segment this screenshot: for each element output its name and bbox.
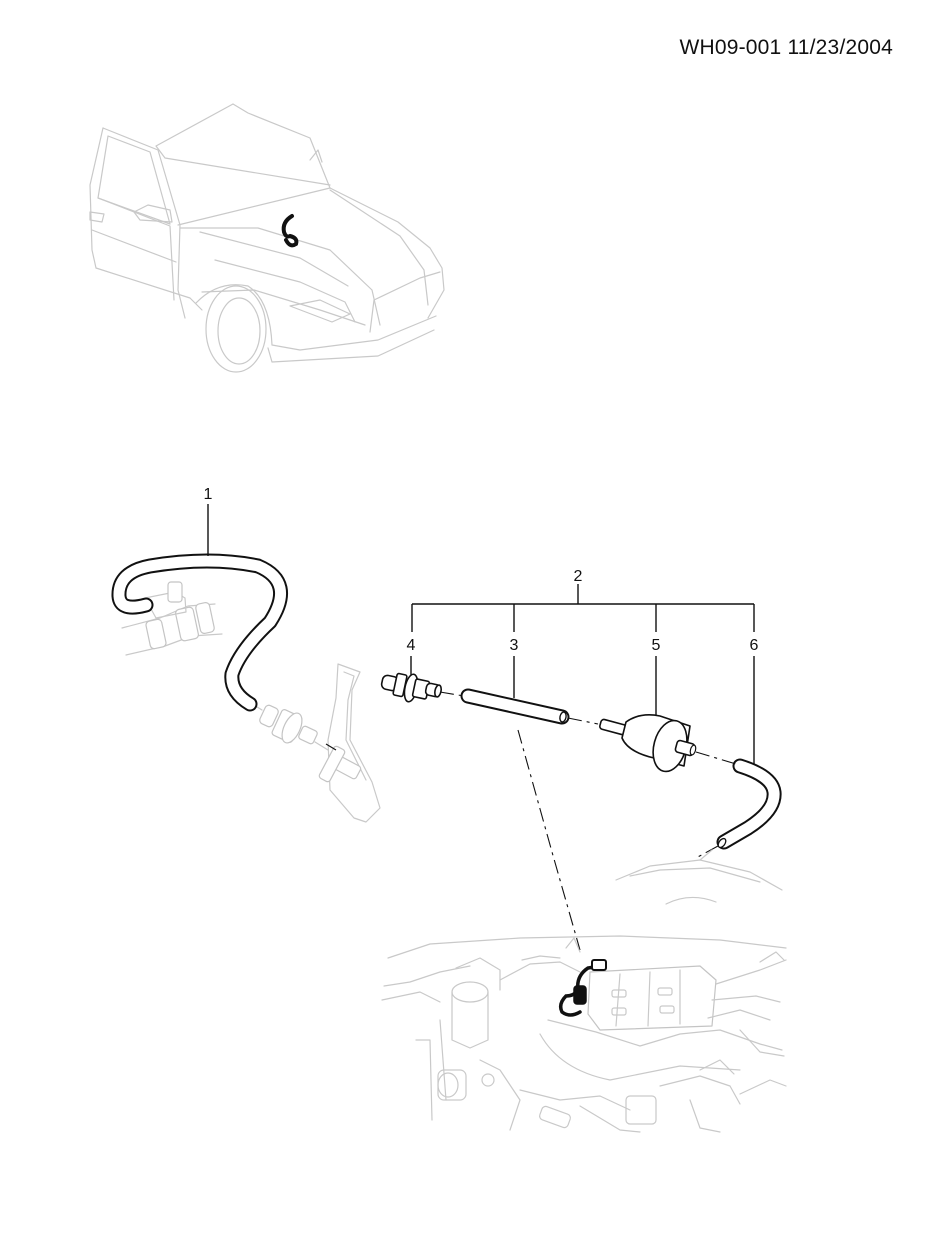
intake-pipe-ghost [121,581,381,823]
callout-5: 5 [652,637,661,654]
vacuum-filter-part-5[interactable] [599,714,697,775]
callout-6: 6 [750,637,759,654]
callout-2-bracket [411,584,755,632]
callout-2: 2 [574,568,583,585]
vehicle-location-view [89,103,445,373]
vacuum-hose-part-3[interactable] [460,688,570,725]
diagram-reference-code: WH09-001 11/23/2004 [679,36,893,59]
callout-1: 1 [204,486,213,503]
engine-bay-view [381,935,787,1133]
hose-installed-highlight [558,959,607,1017]
vacuum-hose-part-6[interactable] [716,758,782,850]
check-valve-part-4[interactable] [380,672,442,703]
callout-3: 3 [510,637,519,654]
assembly-guide-lines [325,691,737,951]
vacuum-hose-part-1[interactable] [111,553,288,712]
hose-location-marker [281,214,299,248]
callout-4: 4 [407,637,416,654]
engine-cover-ghost [615,849,783,905]
